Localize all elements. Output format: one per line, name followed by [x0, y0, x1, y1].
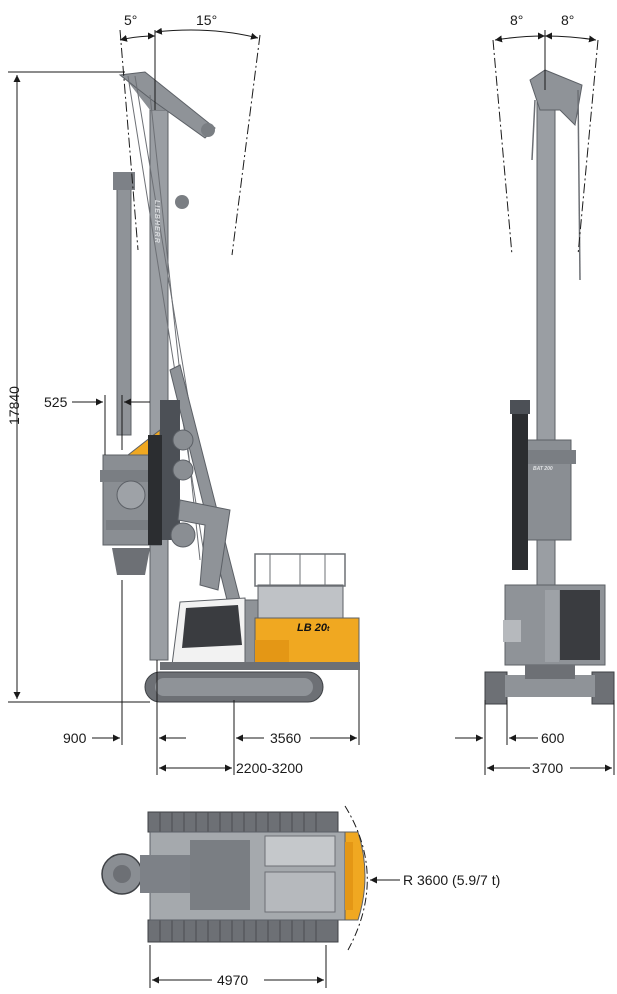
- rear-length-label: 3560: [270, 730, 302, 746]
- dimension-lines: [8, 27, 615, 988]
- angle-label-8-left: 8°: [510, 12, 524, 28]
- height-label: 17840: [6, 386, 22, 425]
- stroke-range-label: 2200-3200: [236, 760, 303, 776]
- angle-label-8-right: 8°: [561, 12, 575, 28]
- top-track-lower: [147, 919, 339, 943]
- auger: [112, 548, 150, 575]
- track-length-label: 4970: [217, 972, 249, 988]
- side-view: [100, 71, 360, 703]
- tail-radius-arc: [344, 805, 368, 951]
- track-width-label: 3700: [532, 760, 564, 776]
- angle-label-15: 15°: [196, 12, 218, 28]
- mast-offset-label: 525: [44, 394, 68, 410]
- front-view: [484, 69, 615, 705]
- mast-logo: LIEBHERR: [153, 200, 160, 244]
- angle-arc-15: [154, 27, 259, 40]
- rotary-badge: BAT 200: [533, 466, 553, 472]
- model-badge: LB 20t: [297, 622, 330, 634]
- track-gauge-label: 600: [541, 730, 565, 746]
- kelly-bar: [116, 174, 132, 436]
- front-track-left: [484, 671, 508, 705]
- front-mast: [536, 89, 556, 661]
- leader-mast: [149, 109, 169, 661]
- angle-arc-8-right: [544, 32, 597, 43]
- tail-radius-label: R 3600 (5.9/7 t): [403, 872, 501, 888]
- angle-label-5: 5°: [124, 12, 138, 28]
- angle-arc-5: [119, 32, 156, 42]
- top-track-upper: [147, 811, 339, 833]
- angle-arc-8-left: [494, 32, 546, 43]
- front-track-right: [591, 671, 615, 705]
- top-view: [101, 805, 368, 951]
- rear-overhang-label: 900: [63, 730, 87, 746]
